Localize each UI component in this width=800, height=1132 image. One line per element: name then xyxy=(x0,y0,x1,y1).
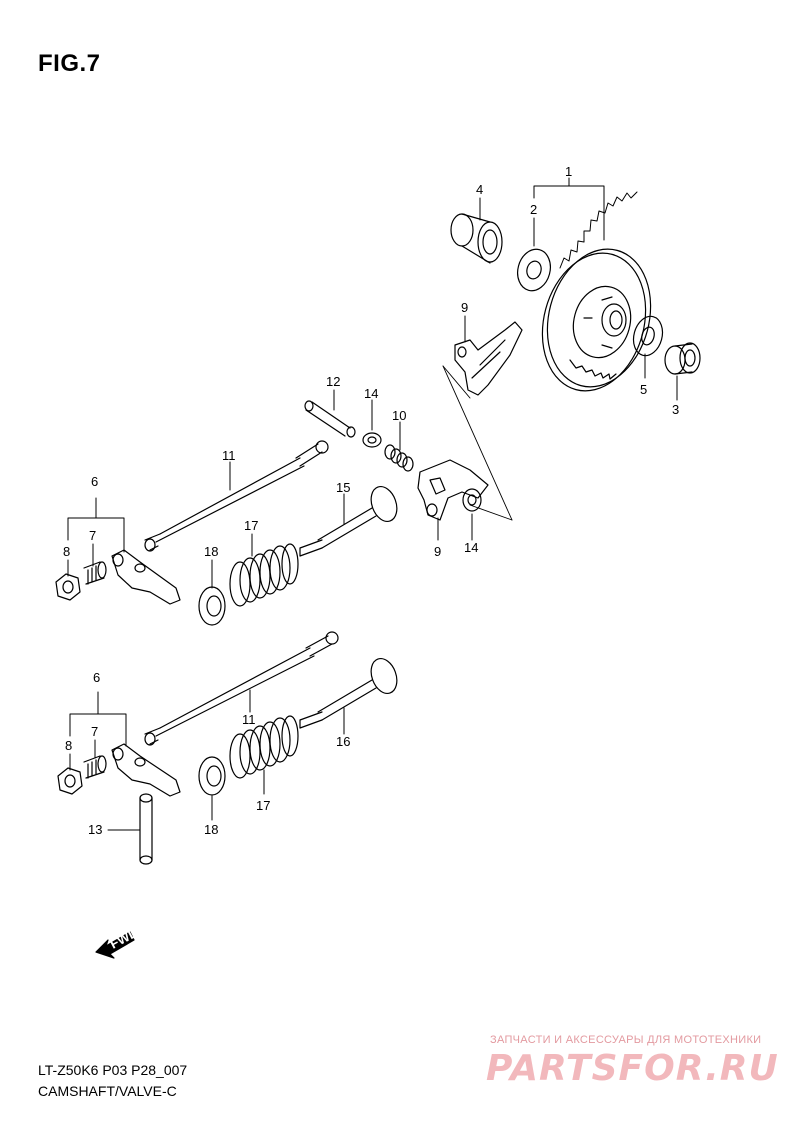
nut-8-upper xyxy=(55,573,81,601)
callout-1: 1 xyxy=(565,164,572,179)
valve-15 xyxy=(299,485,398,557)
forward-arrow-label: FWD xyxy=(107,925,140,952)
callout-14-upper: 14 xyxy=(364,386,378,401)
valve-16 xyxy=(299,657,398,729)
callout-8-lower: 8 xyxy=(65,738,72,753)
alignment-lines xyxy=(442,365,513,521)
callout-7-lower: 7 xyxy=(91,724,98,739)
callout-11-lower: 11 xyxy=(242,712,256,727)
washer-2 xyxy=(517,248,551,292)
spring-10 xyxy=(384,444,414,472)
callout-17-lower: 17 xyxy=(256,798,270,813)
section-name: CAMSHAFT/VALVE-C xyxy=(38,1083,177,1099)
adjust-screw-7-upper xyxy=(83,561,107,585)
callout-5: 5 xyxy=(640,382,647,397)
callout-18-lower: 18 xyxy=(204,822,218,837)
callout-15: 15 xyxy=(336,480,350,495)
adjust-screw-7-lower xyxy=(83,755,107,779)
callout-10: 10 xyxy=(392,408,406,423)
callout-12: 12 xyxy=(326,374,340,389)
callout-9-upper: 9 xyxy=(461,300,468,315)
callout-13: 13 xyxy=(88,822,102,837)
callout-8-upper: 8 xyxy=(63,544,70,559)
nut-8-lower xyxy=(57,767,83,795)
valve-spring-17-upper xyxy=(229,543,299,607)
pin-13 xyxy=(139,793,153,865)
callout-16: 16 xyxy=(336,734,350,749)
callout-7-upper: 7 xyxy=(89,528,96,543)
bearing-4 xyxy=(450,213,503,264)
callout-6-lower: 6 xyxy=(93,670,100,685)
watermark-tagline: ЗАПЧАСТИ И АКСЕССУАРЫ ДЛЯ МОТОТЕХНИКИ xyxy=(490,1034,762,1046)
decompression-arm-lower xyxy=(417,459,489,521)
washer-14-upper xyxy=(362,432,382,448)
callout-14-lower: 14 xyxy=(464,540,478,555)
bearing-3 xyxy=(664,342,701,375)
push-rod-11-lower xyxy=(144,631,339,746)
decompression-arm-upper xyxy=(454,321,523,396)
callout-4: 4 xyxy=(476,182,483,197)
washer-14-lower xyxy=(462,488,482,512)
callout-18-upper: 18 xyxy=(204,544,218,559)
valve-spring-17-lower xyxy=(229,715,299,779)
forward-arrow-icon: FWD xyxy=(95,925,141,959)
rocker-arm-lower xyxy=(111,743,181,797)
pin-12 xyxy=(304,400,356,438)
spring-retainer-18-upper xyxy=(198,586,226,626)
callout-6-upper: 6 xyxy=(91,474,98,489)
figure-title: FIG.7 xyxy=(38,50,101,77)
watermark-logo: PARTSFOR.RU xyxy=(486,1048,779,1089)
callout-3: 3 xyxy=(672,402,679,417)
washer-5 xyxy=(632,315,664,357)
callout-2: 2 xyxy=(530,202,537,217)
callout-9-lower: 9 xyxy=(434,544,441,559)
push-rod-11-upper xyxy=(144,440,329,552)
spring-retainer-18-lower xyxy=(198,756,226,796)
leader-lines xyxy=(67,177,678,831)
rocker-arm-upper xyxy=(111,549,181,605)
model-code: LT-Z50K6 P03 P28_007 xyxy=(38,1062,188,1078)
callout-11-upper: 11 xyxy=(222,448,236,463)
callout-17-upper: 17 xyxy=(244,518,258,533)
